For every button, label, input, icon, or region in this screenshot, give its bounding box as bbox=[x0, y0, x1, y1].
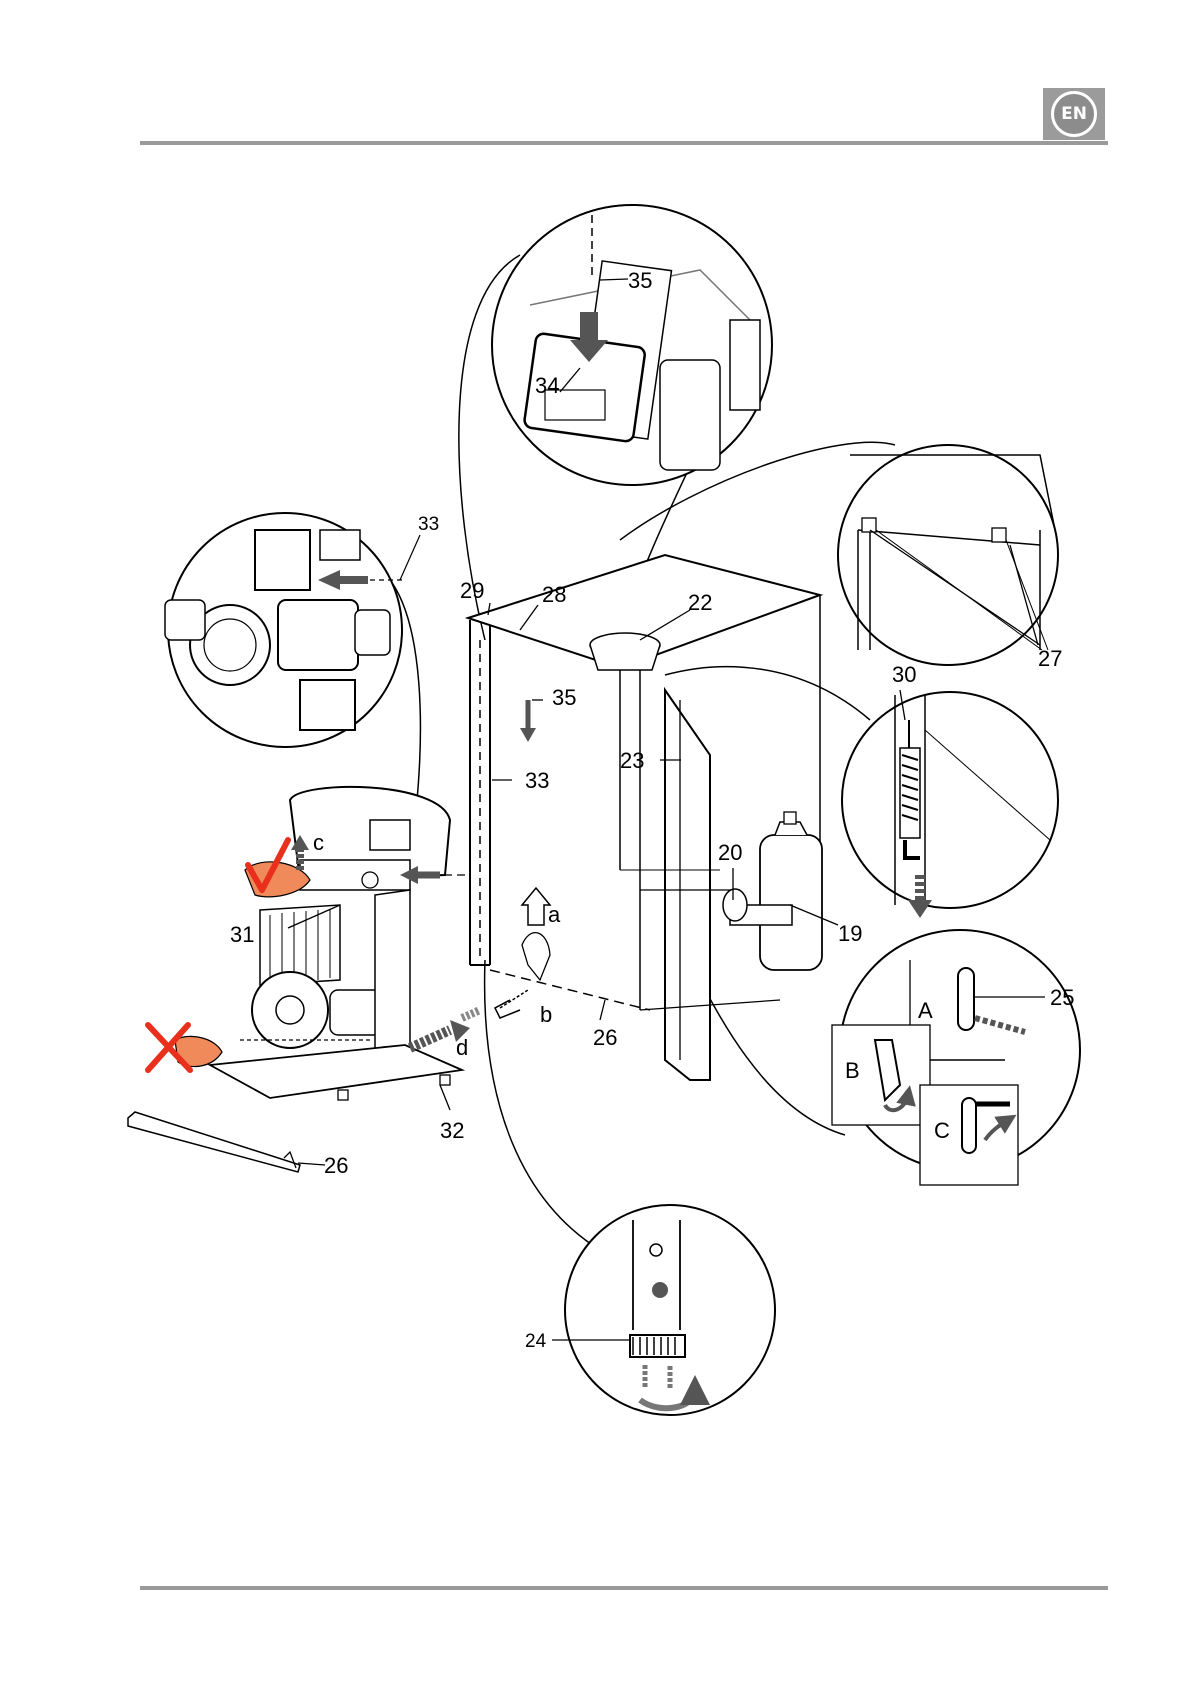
callout-25: 25 bbox=[1050, 985, 1074, 1010]
detail-circle-hinges bbox=[838, 445, 1058, 665]
callout-19: 19 bbox=[838, 921, 862, 946]
detail-letter-B: B bbox=[845, 1058, 860, 1083]
callout-35-main: 35 bbox=[552, 685, 576, 710]
detail-circle-foot bbox=[565, 1205, 775, 1415]
wrong-grip-mark bbox=[148, 1025, 222, 1070]
callout-31: 31 bbox=[230, 922, 254, 947]
callout-30: 30 bbox=[892, 662, 916, 687]
detail-letter-A: A bbox=[918, 998, 933, 1023]
callout-26-rail: 26 bbox=[324, 1153, 348, 1178]
detail-circle-latch: A B C bbox=[832, 930, 1080, 1185]
rail-part bbox=[128, 1112, 300, 1172]
callout-33-main: 33 bbox=[525, 768, 549, 793]
callout-34: 34 bbox=[535, 373, 559, 398]
drip-bowl bbox=[590, 633, 660, 670]
cabinet-frame bbox=[468, 555, 820, 1080]
callout-29: 29 bbox=[460, 578, 484, 603]
callout-20: 20 bbox=[718, 840, 742, 865]
step-letter-c: c bbox=[313, 830, 324, 855]
callout-27: 27 bbox=[1038, 646, 1062, 671]
detail-circle-spring bbox=[842, 692, 1058, 918]
footer-rule bbox=[140, 1586, 1108, 1590]
detail-letter-C: C bbox=[934, 1118, 950, 1143]
water-bottle bbox=[723, 812, 822, 970]
callout-32: 32 bbox=[440, 1118, 464, 1143]
callout-35-top: 35 bbox=[628, 268, 652, 293]
detail-circle-valve bbox=[165, 513, 420, 747]
step-letter-b: b bbox=[540, 1002, 552, 1027]
callout-23: 23 bbox=[620, 748, 644, 773]
step-letter-d: d bbox=[456, 1035, 468, 1060]
callout-22: 22 bbox=[688, 590, 712, 615]
callout-28: 28 bbox=[542, 582, 566, 607]
callout-26-main: 26 bbox=[593, 1025, 617, 1050]
callout-24: 24 bbox=[525, 1331, 547, 1352]
step-letter-a: a bbox=[548, 902, 561, 927]
detail-circle-top bbox=[492, 205, 772, 485]
callout-33-detail: 33 bbox=[418, 514, 439, 535]
